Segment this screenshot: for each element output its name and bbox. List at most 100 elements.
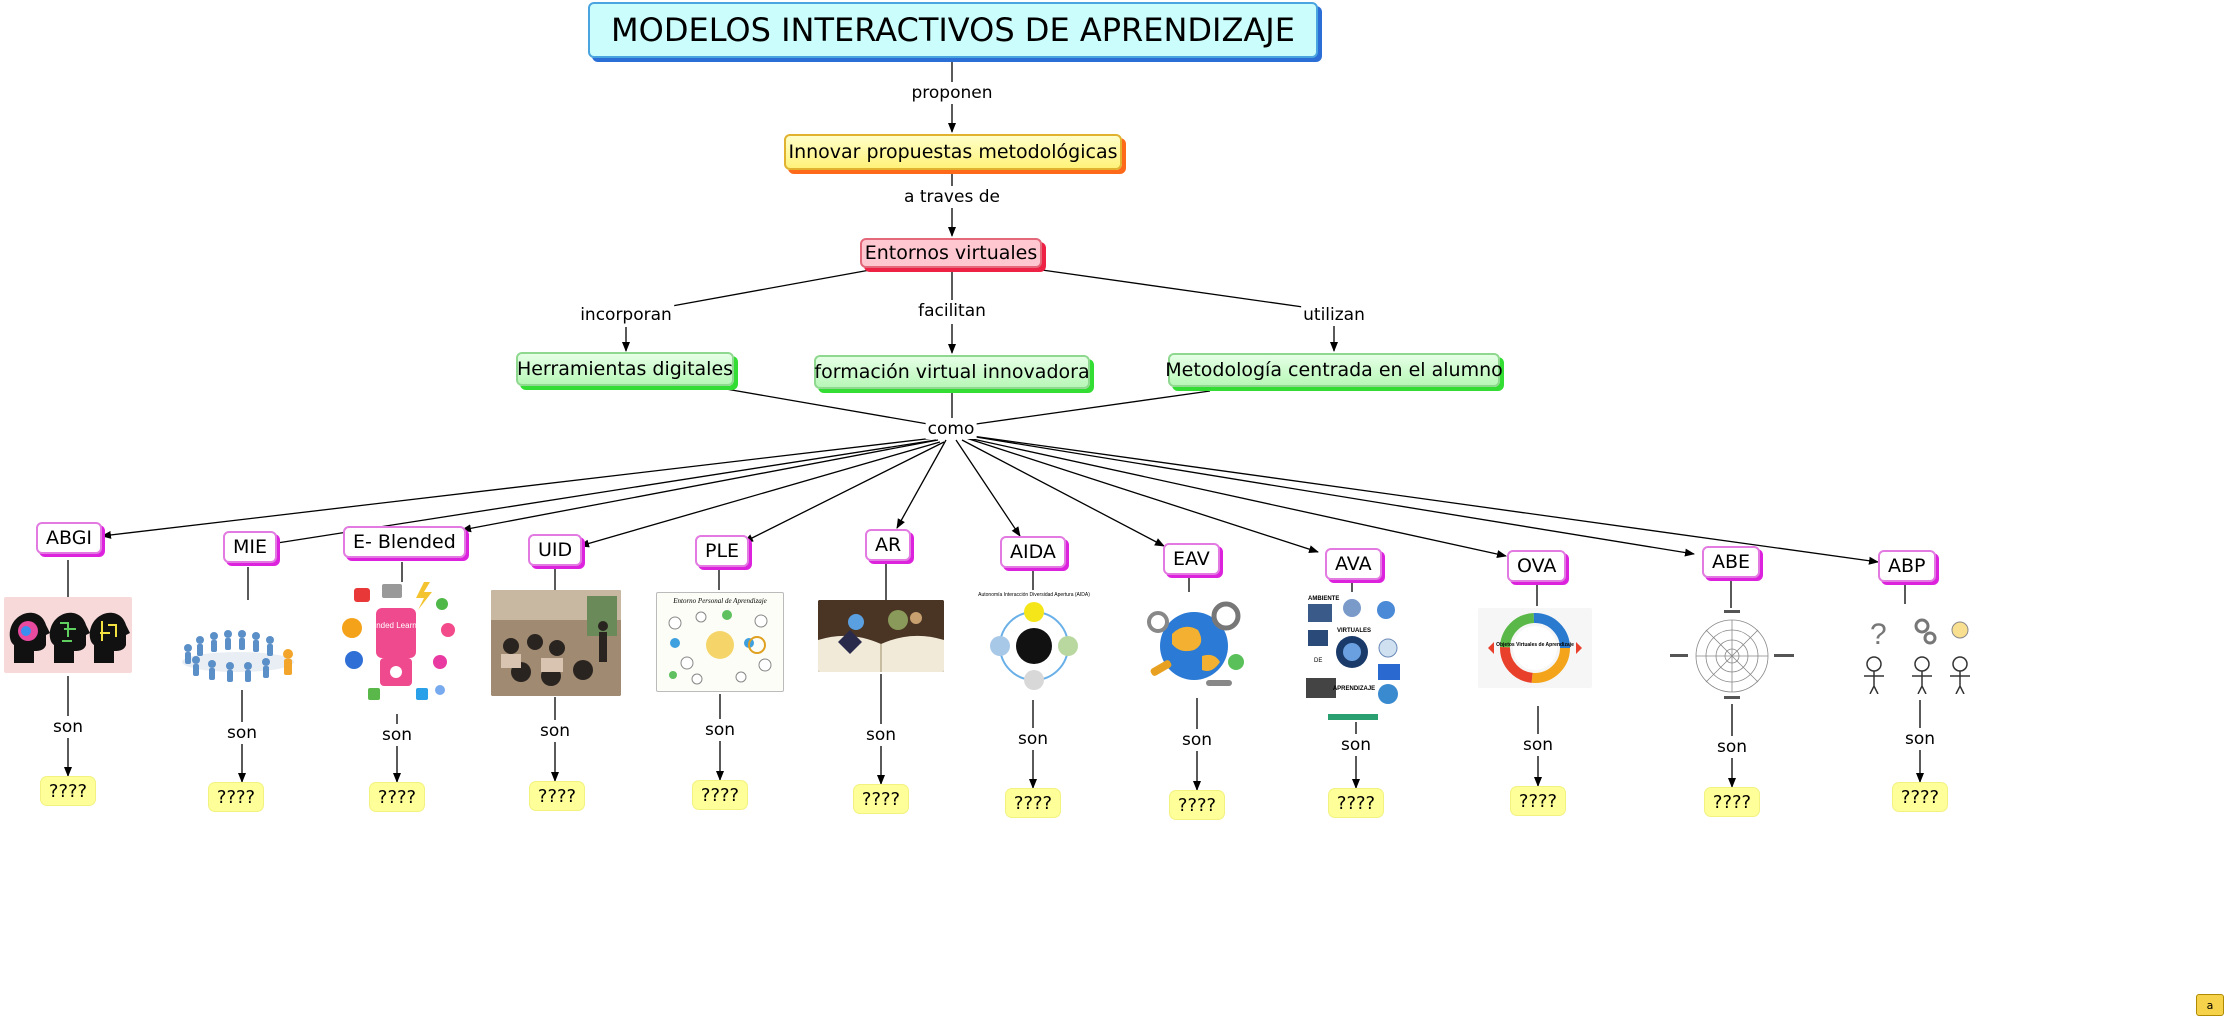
concept-innovar[interactable]: Innovar propuestas metodológicas bbox=[784, 134, 1122, 170]
leaf-ar[interactable]: ???? bbox=[854, 785, 908, 813]
model-abp[interactable]: ABP bbox=[1878, 550, 1936, 582]
model-eav[interactable]: EAV bbox=[1163, 543, 1220, 575]
abe-radar-image bbox=[1666, 606, 1798, 704]
model-uid[interactable]: UID bbox=[528, 534, 583, 566]
model-abgi-text: ABGI bbox=[46, 527, 93, 549]
link-son-ple[interactable]: son bbox=[702, 720, 738, 740]
leaf-aida-text: ???? bbox=[1013, 792, 1053, 814]
model-e-blended[interactable]: E- Blended bbox=[343, 526, 466, 558]
aida-cycle-image: Autonomía Interacción Diversidad Apertur… bbox=[972, 590, 1096, 694]
leaf-e-blended[interactable]: ???? bbox=[370, 783, 424, 811]
concept-entornos[interactable]: Entornos virtuales bbox=[860, 238, 1042, 268]
ava-caption-bottom: APRENDIZAJE bbox=[1333, 686, 1375, 692]
link-son-mie[interactable]: son bbox=[224, 723, 260, 743]
model-ar-text: AR bbox=[875, 534, 902, 556]
globe-gears-icon bbox=[1147, 601, 1244, 686]
leaf-ple[interactable]: ???? bbox=[693, 781, 747, 809]
concept-formacion[interactable]: formación virtual innovadora bbox=[814, 355, 1090, 389]
model-uid-text: UID bbox=[538, 539, 573, 561]
model-ava-text: AVA bbox=[1335, 553, 1372, 575]
link-son-abp[interactable]: son bbox=[1902, 729, 1938, 749]
question-gears-bulb-icon: ? bbox=[1864, 618, 1970, 694]
classroom-photo-icon bbox=[491, 590, 621, 696]
link-son-abe[interactable]: son bbox=[1714, 737, 1750, 757]
leaf-abgi-text: ???? bbox=[48, 780, 88, 802]
leaf-mie-text: ???? bbox=[216, 786, 256, 808]
model-e-blended-text: E- Blended bbox=[353, 531, 456, 553]
leaf-aida[interactable]: ???? bbox=[1006, 789, 1060, 817]
map-title-text: MODELOS INTERACTIVOS DE APRENDIZAJE bbox=[611, 11, 1295, 49]
model-ava[interactable]: AVA bbox=[1325, 548, 1382, 580]
uid-classroom-photo bbox=[491, 590, 621, 696]
link-como[interactable]: como bbox=[925, 419, 977, 439]
link-utilizan[interactable]: utilizan bbox=[1301, 305, 1367, 325]
link-son-eav[interactable]: son bbox=[1179, 730, 1215, 750]
ova-ring-icon: Objetos Virtuales de Aprendizaje bbox=[1488, 613, 1582, 683]
link-son-ova[interactable]: son bbox=[1520, 735, 1556, 755]
leaf-ar-text: ???? bbox=[861, 788, 901, 810]
link-incorporan[interactable]: incorporan bbox=[578, 305, 674, 325]
leaf-ple-text: ???? bbox=[700, 784, 740, 806]
leaf-ova-text: ???? bbox=[1518, 790, 1558, 812]
open-book-icon bbox=[818, 600, 944, 672]
link-son-abgi[interactable]: son bbox=[50, 717, 86, 737]
concept-herramientas-text: Herramientas digitales bbox=[516, 358, 734, 380]
leaf-ava[interactable]: ???? bbox=[1329, 789, 1383, 817]
map-title[interactable]: MODELOS INTERACTIVOS DE APRENDIZAJE bbox=[588, 2, 1318, 58]
ple-diagram-image: Entorno Personal de Aprendizaje bbox=[656, 592, 784, 692]
blended-learning-caption: Blended Learning bbox=[365, 621, 428, 630]
ple-network-icon: Entorno Personal de Aprendizaje bbox=[668, 597, 772, 685]
link-son-uid[interactable]: son bbox=[537, 721, 573, 741]
link-a-traves-de[interactable]: a traves de bbox=[902, 187, 1002, 207]
model-ar[interactable]: AR bbox=[865, 529, 912, 561]
link-son-ar[interactable]: son bbox=[863, 725, 899, 745]
model-abgi[interactable]: ABGI bbox=[36, 522, 103, 554]
ple-caption: Entorno Personal de Aprendizaje bbox=[672, 597, 767, 605]
link-proponen[interactable]: proponen bbox=[909, 83, 995, 103]
head-silhouettes-icon bbox=[9, 612, 130, 663]
leaf-eav[interactable]: ???? bbox=[1170, 791, 1224, 819]
model-ova[interactable]: OVA bbox=[1507, 550, 1567, 582]
ava-collage-image: AMBIENTE VIRTUALES DE APRENDIZAJE bbox=[1304, 590, 1404, 722]
abp-sketch-image: ? bbox=[1856, 614, 1984, 694]
model-mie[interactable]: MIE bbox=[223, 531, 278, 563]
leaf-mie[interactable]: ???? bbox=[209, 783, 263, 811]
concept-herramientas[interactable]: Herramientas digitales bbox=[516, 352, 734, 386]
leaf-ova[interactable]: ???? bbox=[1511, 787, 1565, 815]
abgi-heads-image bbox=[4, 597, 132, 673]
ava-collage-icon: AMBIENTE VIRTUALES DE APRENDIZAJE bbox=[1306, 596, 1400, 720]
radar-chart-icon bbox=[1670, 610, 1794, 699]
link-son-aida[interactable]: son bbox=[1015, 729, 1051, 749]
leaf-abgi[interactable]: ???? bbox=[41, 777, 95, 805]
model-eav-text: EAV bbox=[1173, 548, 1210, 570]
model-abp-text: ABP bbox=[1888, 555, 1926, 577]
model-ple[interactable]: PLE bbox=[695, 535, 750, 567]
mie-people-circle-image bbox=[176, 600, 306, 690]
svg-text:?: ? bbox=[1870, 618, 1887, 651]
leaf-uid-text: ???? bbox=[537, 785, 577, 807]
toolbar-badge-icon[interactable]: a bbox=[2196, 994, 2224, 1016]
blender-icon: Blended Learning bbox=[342, 582, 455, 700]
ava-caption-top: AMBIENTE bbox=[1308, 596, 1339, 602]
leaf-abp[interactable]: ???? bbox=[1893, 783, 1947, 811]
leaf-ava-text: ???? bbox=[1336, 792, 1376, 814]
leaf-eav-text: ???? bbox=[1177, 794, 1217, 816]
ova-ring-image: Objetos Virtuales de Aprendizaje bbox=[1478, 608, 1592, 688]
link-son-e-blended[interactable]: son bbox=[379, 725, 415, 745]
ava-caption-de: DE bbox=[1314, 658, 1322, 664]
aida-caption: Autonomía Interacción Diversidad Apertur… bbox=[978, 592, 1090, 598]
leaf-uid[interactable]: ???? bbox=[530, 782, 584, 810]
link-facilitan[interactable]: facilitan bbox=[916, 301, 988, 321]
model-aida-text: AIDA bbox=[1010, 541, 1056, 563]
ava-caption-mid: VIRTUALES bbox=[1337, 628, 1371, 634]
link-son-ava[interactable]: son bbox=[1338, 735, 1374, 755]
toolbar-badge-text: a bbox=[2206, 998, 2214, 1012]
ar-book-image bbox=[818, 600, 944, 672]
model-aida[interactable]: AIDA bbox=[1000, 536, 1066, 568]
model-abe[interactable]: ABE bbox=[1702, 546, 1761, 578]
leaf-abp-text: ???? bbox=[1900, 786, 1940, 808]
model-ple-text: PLE bbox=[705, 540, 740, 562]
concept-metodologia[interactable]: Metodología centrada en el alumno bbox=[1165, 353, 1503, 387]
leaf-abe[interactable]: ???? bbox=[1705, 788, 1759, 816]
